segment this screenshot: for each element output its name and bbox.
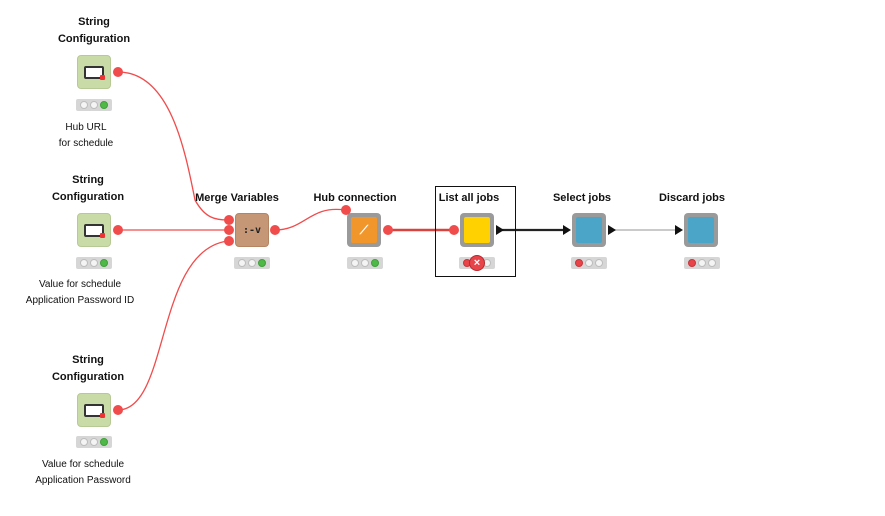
status-traffic-light [76,257,112,269]
connection-merge-to-hub[interactable] [274,208,346,231]
variable-input-port-1[interactable] [224,215,234,225]
variable-output-port[interactable] [113,405,123,415]
status-traffic-light [347,257,383,269]
string-config-icon[interactable] [77,55,111,89]
node-title: List all jobs [438,192,500,204]
arrow-discard-input [675,225,683,235]
filter-node-icon[interactable] [684,213,718,247]
status-traffic-light [684,257,720,269]
node-label[interactable]: Value for schedule Application Password … [25,279,135,306]
error-icon[interactable]: × [469,255,485,271]
node-title: String Configuration [51,174,125,203]
node-title: String Configuration [57,16,131,45]
string-config-icon[interactable] [77,213,111,247]
string-config-icon[interactable] [77,393,111,427]
arrow-select-output [608,225,616,235]
connection-output-port[interactable] [383,225,393,235]
node-title: String Configuration [51,354,125,383]
connection-icon[interactable]: ⟋ [347,213,381,247]
status-traffic-light [76,436,112,448]
variable-output-port[interactable] [113,225,123,235]
filter-node-icon[interactable] [572,213,606,247]
variable-input-port[interactable] [341,205,351,215]
merge-variables-icon[interactable]: :-v [235,213,269,247]
node-title: Select jobs [552,192,612,204]
node-title: Discard jobs [658,192,726,204]
source-node-icon[interactable] [460,213,494,247]
variable-output-port[interactable] [270,225,280,235]
node-title: Merge Variables [195,192,279,204]
connection-input-port[interactable] [449,225,459,235]
variable-input-port-2[interactable] [224,225,234,235]
arrow-select-input [563,225,571,235]
node-label[interactable]: Hub URL for schedule [58,122,114,149]
status-traffic-light [76,99,112,111]
status-traffic-light [571,257,607,269]
status-traffic-light [234,257,270,269]
node-title: Hub connection [313,192,397,204]
node-label[interactable]: Value for schedule Application Password [35,459,131,486]
selection-frame [435,186,516,277]
variable-output-port[interactable] [113,67,123,77]
variable-input-port-3[interactable] [224,236,234,246]
